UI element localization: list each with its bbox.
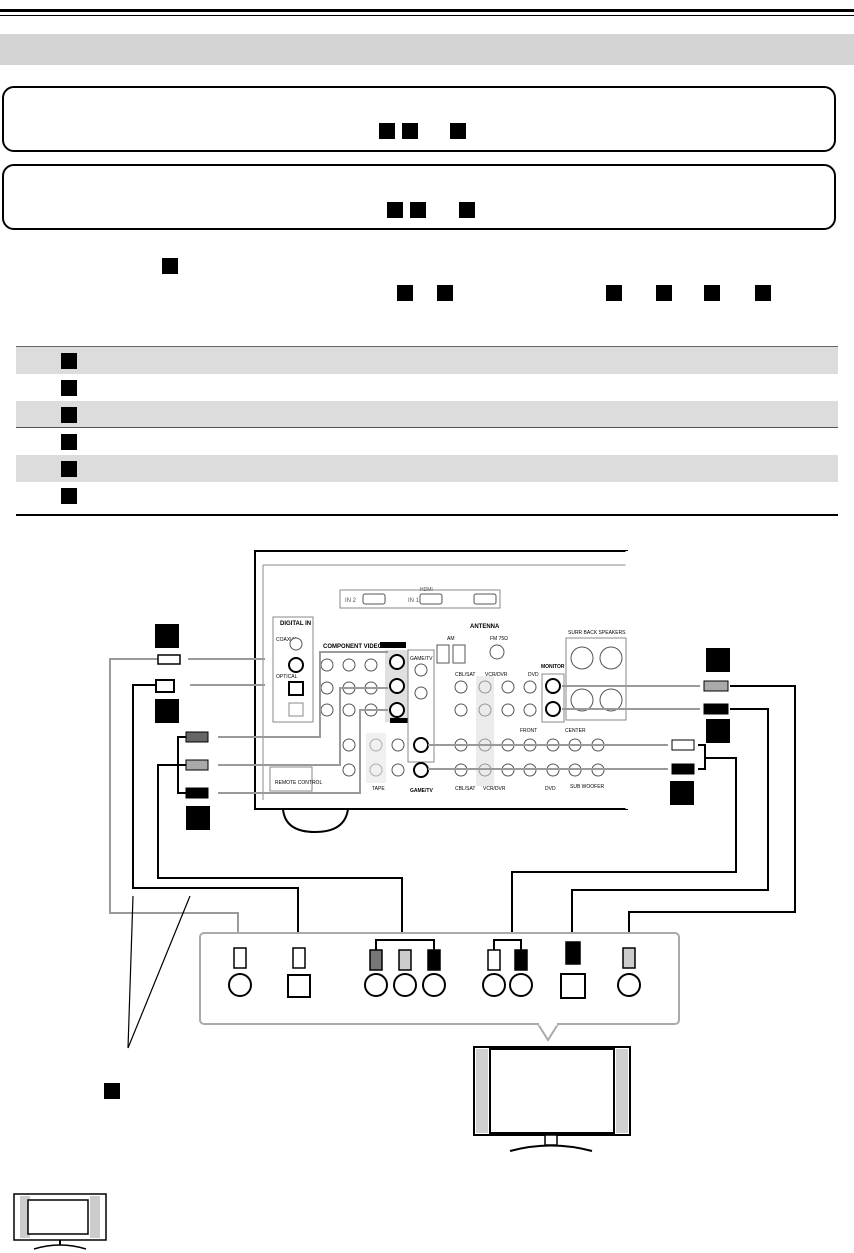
remote-control-label: REMOTE CONTROL xyxy=(275,780,322,786)
paragraph-marker xyxy=(397,285,413,301)
note-marker xyxy=(104,1083,120,1099)
paragraph-marker xyxy=(162,258,178,274)
step-marker xyxy=(706,719,730,743)
digital-in-label: DIGITAL IN xyxy=(280,621,311,627)
component-video-label: COMPONENT VIDEO xyxy=(323,644,383,650)
cable-plugs xyxy=(155,654,729,799)
svg-text:DVD: DVD xyxy=(528,672,539,678)
svg-text:CBL/SAT: CBL/SAT xyxy=(455,672,475,678)
paragraph-marker xyxy=(606,285,622,301)
table-row xyxy=(16,374,838,401)
am-label: AM xyxy=(447,636,455,642)
table-row xyxy=(16,428,838,455)
svg-text:CBL/SAT: CBL/SAT xyxy=(455,786,475,792)
tv-illustration xyxy=(473,1046,631,1152)
marker-c xyxy=(459,202,475,218)
cables xyxy=(109,651,796,958)
svg-text:FRONT: FRONT xyxy=(520,728,537,734)
table-row xyxy=(16,482,838,509)
step-marker xyxy=(706,648,730,672)
receiver-rear-panel: IN 2 IN 1 HDMI DIGITAL IN COAXIAL OPTICA… xyxy=(254,550,629,834)
step-marker xyxy=(155,624,179,648)
antenna-label: ANTENNA xyxy=(470,624,500,630)
connection-table xyxy=(16,347,838,509)
paragraph-marker xyxy=(755,285,771,301)
callout-box-1 xyxy=(2,86,836,152)
paragraph-marker xyxy=(704,285,720,301)
svg-text:VCR/DVR: VCR/DVR xyxy=(483,786,506,792)
table-row xyxy=(16,455,838,482)
optical-label: OPTICAL xyxy=(276,674,298,680)
paragraph-marker xyxy=(437,285,453,301)
header-rule-thin xyxy=(0,15,854,16)
game-tv-label: GAME/TV xyxy=(410,656,433,662)
step-marker xyxy=(186,806,210,830)
paragraph-marker xyxy=(656,285,672,301)
svg-text:VCR/DVR: VCR/DVR xyxy=(485,672,508,678)
monitor-out-label: MONITOR OUT xyxy=(541,664,576,670)
tv-connector-panel xyxy=(199,932,680,1042)
hdmi-in2-label: IN 2 xyxy=(345,598,357,604)
surr-back-label: SURR BACK SPEAKERS xyxy=(568,630,626,636)
table-bottom-rule xyxy=(16,514,838,516)
step-marker xyxy=(155,699,179,723)
marker-a xyxy=(387,202,403,218)
callout-box-2 xyxy=(2,164,836,230)
svg-text:SUB WOOFER: SUB WOOFER xyxy=(570,784,605,790)
tape-label: TAPE xyxy=(372,786,385,792)
marker-c xyxy=(450,123,466,139)
table-row xyxy=(16,347,838,374)
row-marker xyxy=(61,434,77,450)
svg-text:GAME/TV: GAME/TV xyxy=(410,788,433,794)
row-marker xyxy=(61,461,77,477)
row-marker xyxy=(61,407,77,423)
step-marker xyxy=(670,781,694,805)
row-marker xyxy=(61,380,77,396)
fm-label: FM 75Ω xyxy=(490,636,508,642)
hdmi-in1-label: IN 1 xyxy=(408,598,420,604)
marker-a xyxy=(379,123,395,139)
row-marker xyxy=(61,488,77,504)
section-title-bar xyxy=(0,34,854,65)
coaxial-label: COAXIAL xyxy=(276,637,298,643)
hdmi-label: HDMI xyxy=(420,587,433,593)
marker-b xyxy=(410,202,426,218)
table-row xyxy=(16,401,838,428)
header-rule-thick xyxy=(0,9,854,12)
svg-text:DVD: DVD xyxy=(545,786,556,792)
row-marker xyxy=(61,353,77,369)
tv-icon xyxy=(13,1193,107,1250)
svg-text:CENTER: CENTER xyxy=(565,728,586,734)
marker-b xyxy=(402,123,418,139)
